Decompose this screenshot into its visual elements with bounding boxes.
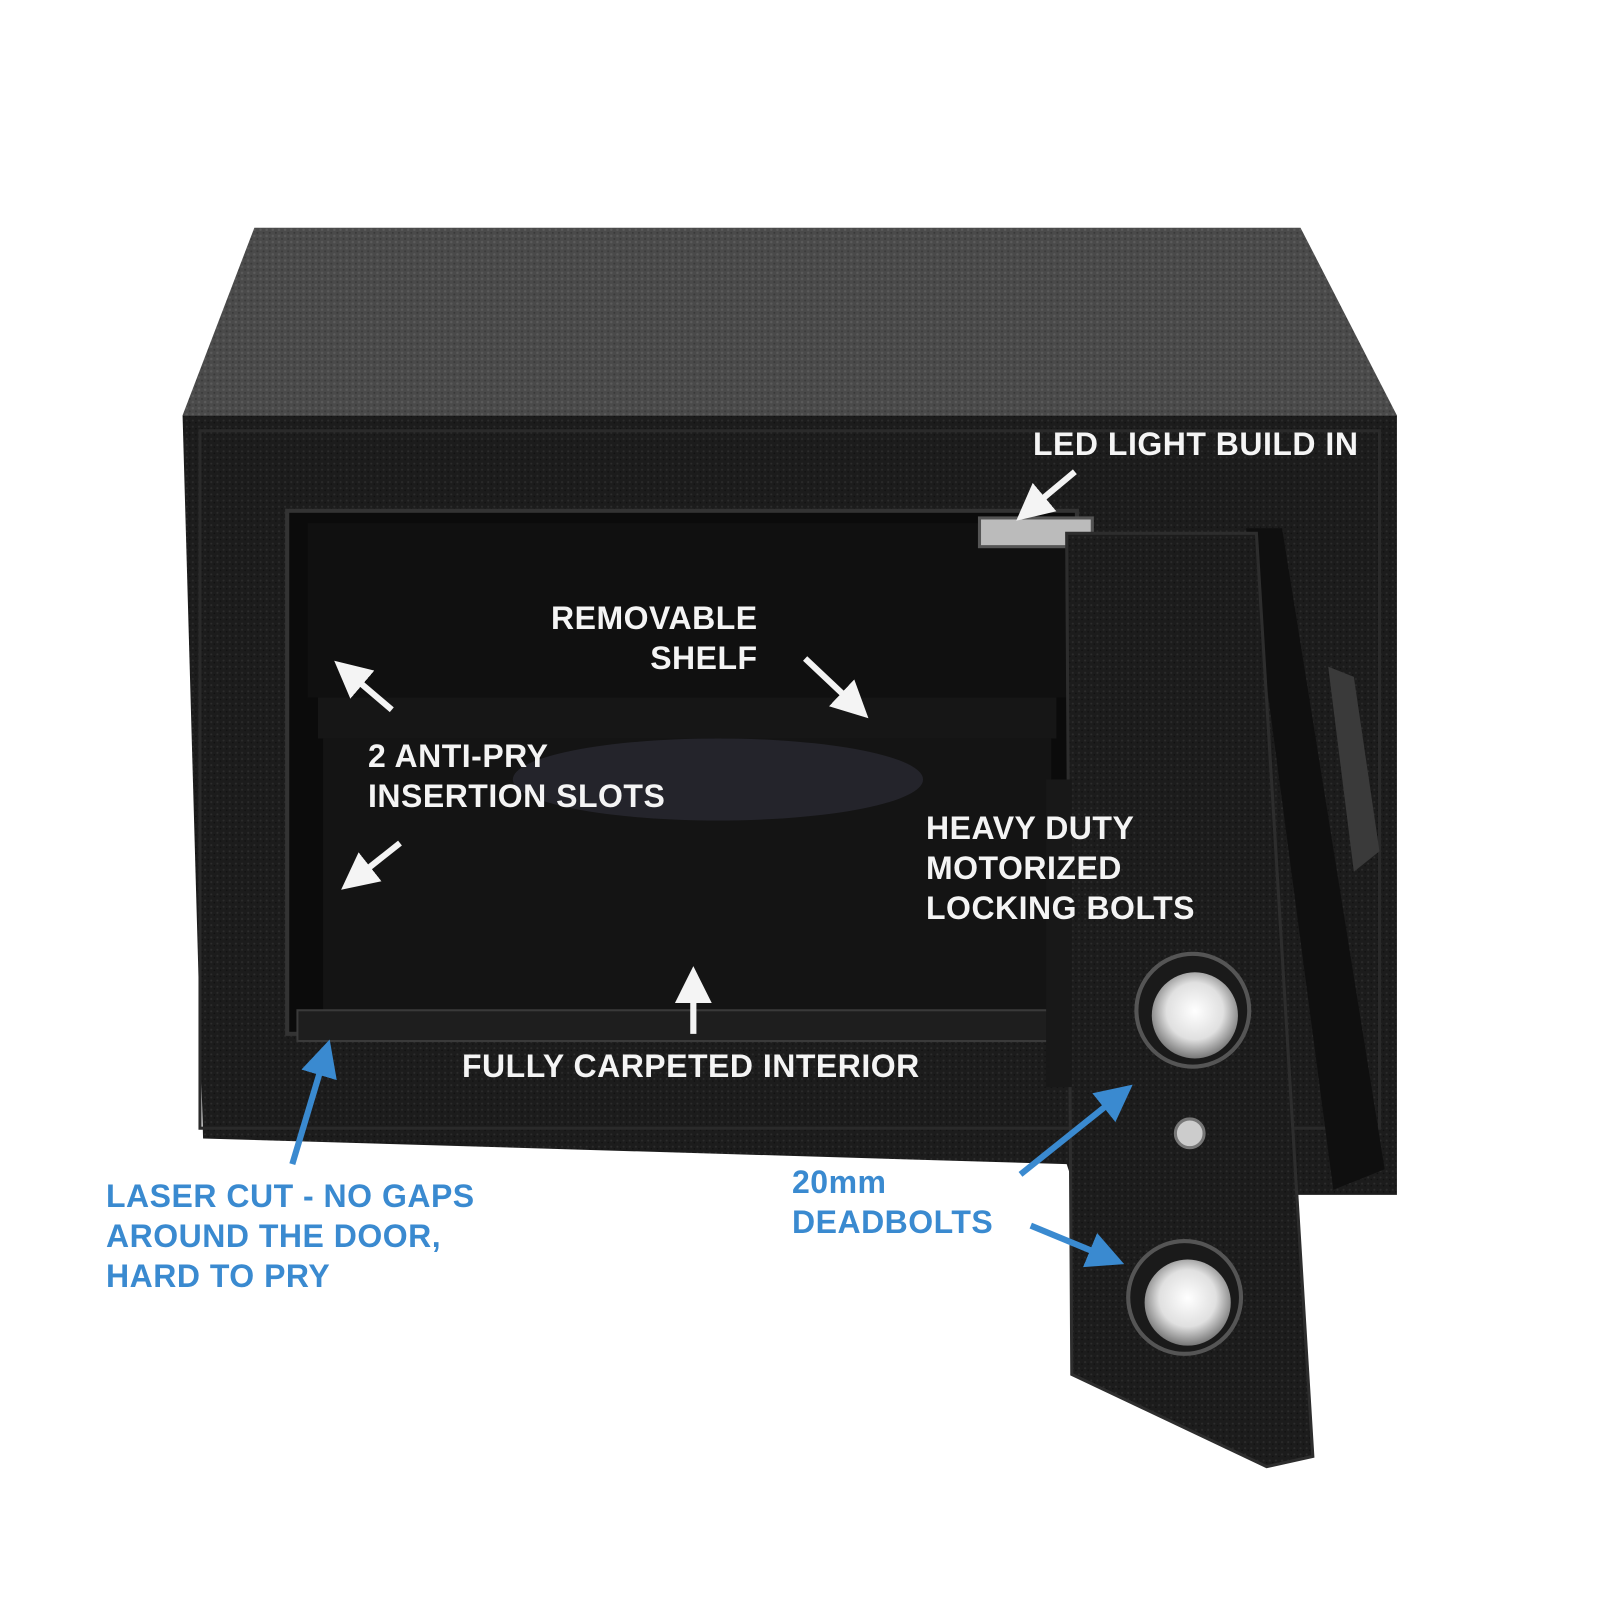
arrow-deadbolt-top — [1018, 1084, 1133, 1177]
callout-line: SHELF — [650, 640, 758, 676]
arrow-slot-top — [334, 660, 394, 713]
callout-line: LOCKING BOLTS — [926, 890, 1195, 926]
callout-line: HEAVY DUTY — [926, 810, 1135, 846]
callout-locking-bolts: HEAVY DUTY MOTORIZED LOCKING BOLTS — [926, 808, 1195, 928]
callout-removable-shelf: REMOVABLE SHELF — [551, 598, 758, 678]
callout-arrows — [289, 469, 1133, 1268]
callout-line: REMOVABLE — [551, 600, 758, 636]
deadbolt-top — [1151, 972, 1238, 1059]
arrow-laser — [289, 1039, 337, 1165]
callout-line: DEADBOLTS — [792, 1204, 994, 1240]
callout-carpeted-interior: FULLY CARPETED INTERIOR — [462, 1046, 920, 1086]
callout-line: 20mm — [792, 1164, 887, 1200]
arrow-slot-bottom — [341, 840, 402, 890]
callout-line: 2 ANTI-PRY — [368, 738, 549, 774]
callout-laser-cut: LASER CUT - NO GAPS AROUND THE DOOR, HAR… — [106, 1176, 475, 1296]
callout-line: INSERTION SLOTS — [368, 778, 666, 814]
callout-line: HARD TO PRY — [106, 1258, 331, 1294]
screw-icon — [1173, 1117, 1206, 1150]
deadbolt-bottom — [1144, 1259, 1231, 1346]
callout-led-light: LED LIGHT BUILD IN — [1033, 424, 1358, 464]
callout-anti-pry-slots: 2 ANTI-PRY INSERTION SLOTS — [368, 736, 665, 816]
arrow-deadbolt-bottom — [1029, 1222, 1125, 1268]
callout-line: LASER CUT - NO GAPS — [106, 1178, 475, 1214]
callout-deadbolts: 20mm DEADBOLTS — [792, 1162, 993, 1242]
arrow-led — [1016, 469, 1077, 521]
callout-line: LED LIGHT BUILD IN — [1033, 426, 1359, 462]
safe-door[interactable] — [1046, 528, 1385, 1469]
callout-line: AROUND THE DOOR, — [106, 1218, 442, 1254]
callout-line: MOTORIZED — [926, 850, 1122, 886]
callout-line: FULLY CARPETED INTERIOR — [462, 1048, 920, 1084]
arrow-shelf — [803, 656, 869, 719]
